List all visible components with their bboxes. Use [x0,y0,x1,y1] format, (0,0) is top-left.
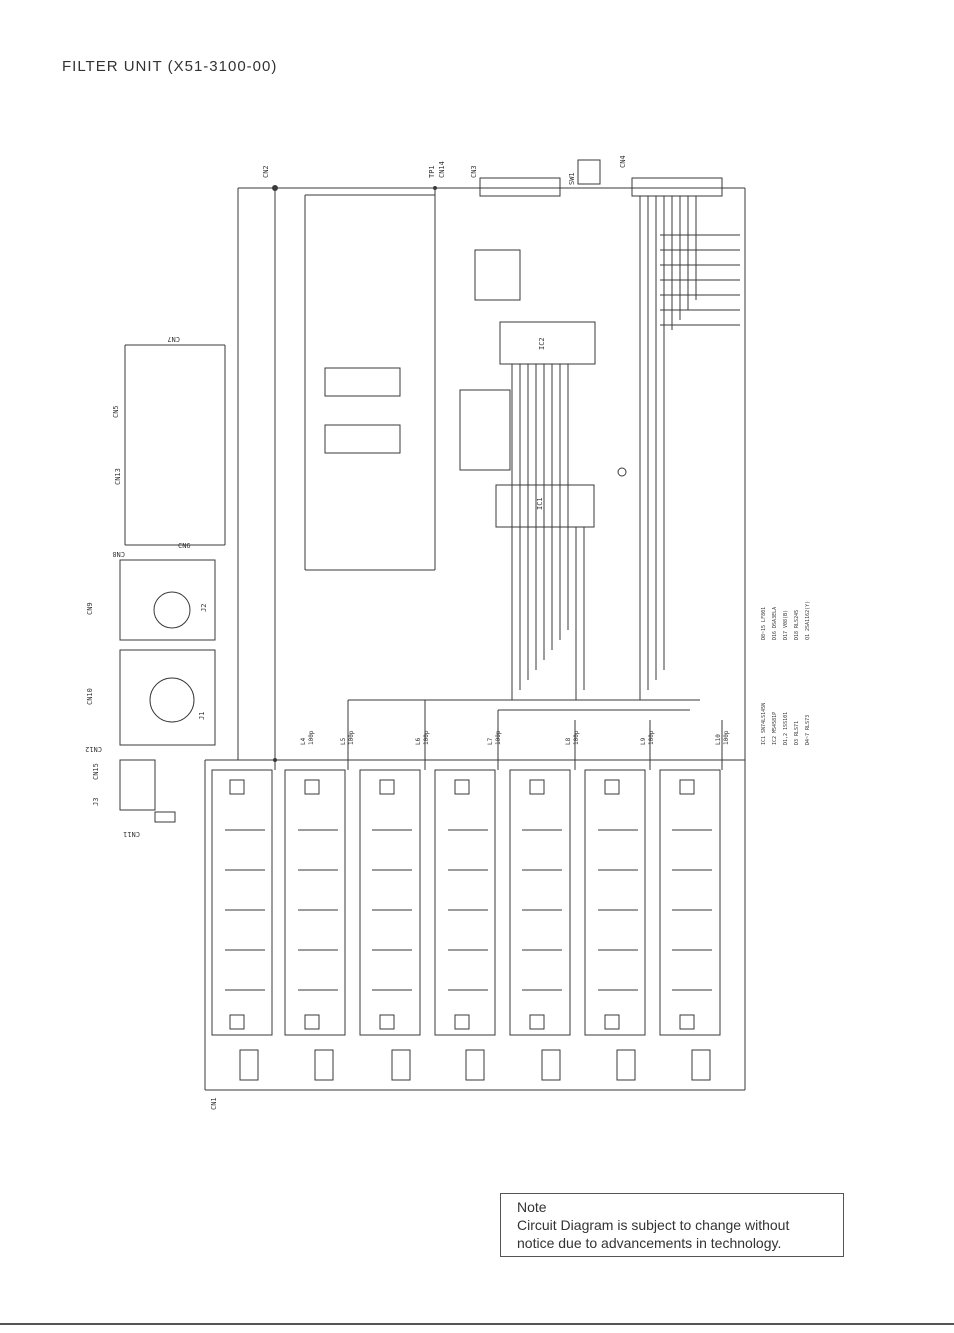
label-cn6: CN6 [178,542,191,550]
label-cn5: CN5 [112,405,120,418]
parts-row: D4~7 RLS73 [805,715,811,745]
coil-label: L9 [640,737,647,745]
parts-row: Q1 2SA1162(Y) [805,601,811,640]
parts-row: IC2 M54581P [772,712,778,745]
label-ic2: IC2 [538,337,546,350]
cap-label: 100p [648,730,655,745]
label-cn15: CN15 [92,763,100,780]
label-j1: J1 [198,712,206,720]
label-j2: J2 [200,604,208,612]
coil-label: L10 [715,734,722,745]
label-sw1: SW1 [568,172,576,185]
label-cn11: CN11 [123,830,140,838]
label-j3: J3 [92,798,100,806]
cap-label: 100p [573,730,580,745]
label-cn2: CN2 [262,165,270,178]
parts-row: D17 V08(B) [783,610,789,640]
coil-label: L5 [340,737,347,745]
label-cn7: CN7 [167,335,180,343]
page-bottom-rule [0,1323,954,1325]
parts-row: D3 RLS71 [794,721,800,745]
ic2-body [499,321,596,365]
label-cn13: CN13 [114,468,122,485]
label-tp1: TP1 [428,165,436,178]
parts-row: D8~15 LF801 [761,607,767,640]
cap-label: 100p [495,730,502,745]
parts-row: IC1 SN74LS145N [761,703,767,745]
label-cn3: CN3 [470,165,478,178]
note-line-2: notice due to advancements in technology… [517,1235,782,1251]
coil-label: L6 [415,737,422,745]
cap-label: 100p [348,730,355,745]
label-cn9: CN9 [86,602,94,615]
parts-row: D18 RLS245 [794,610,800,640]
parts-row: D16 DSA3ELA [772,607,778,640]
cap-label: 100p [723,730,730,745]
label-cn8: CN8 [112,550,125,558]
label-cn1: CN1 [210,1097,218,1110]
label-cn12: CN12 [85,745,102,753]
parts-row: D1,2 1SS101 [783,712,789,745]
label-cn4: CN4 [619,155,627,168]
label-cn14: CN14 [438,161,446,178]
label-cn10: CN10 [86,688,94,705]
page-title: FILTER UNIT (X51-3100-00) [62,58,278,75]
cap-label: 100p [423,730,430,745]
ic1-body [495,484,595,528]
coil-label: L7 [487,737,494,745]
note-line-1: Circuit Diagram is subject to change wit… [517,1217,790,1233]
note-heading: Note [517,1199,547,1215]
coil-label: L8 [565,737,572,745]
coil-label: L4 [300,737,307,745]
cap-label: 100p [308,730,315,745]
label-ic1: IC1 [536,497,544,510]
note-box: Note Circuit Diagram is subject to chang… [500,1193,844,1257]
